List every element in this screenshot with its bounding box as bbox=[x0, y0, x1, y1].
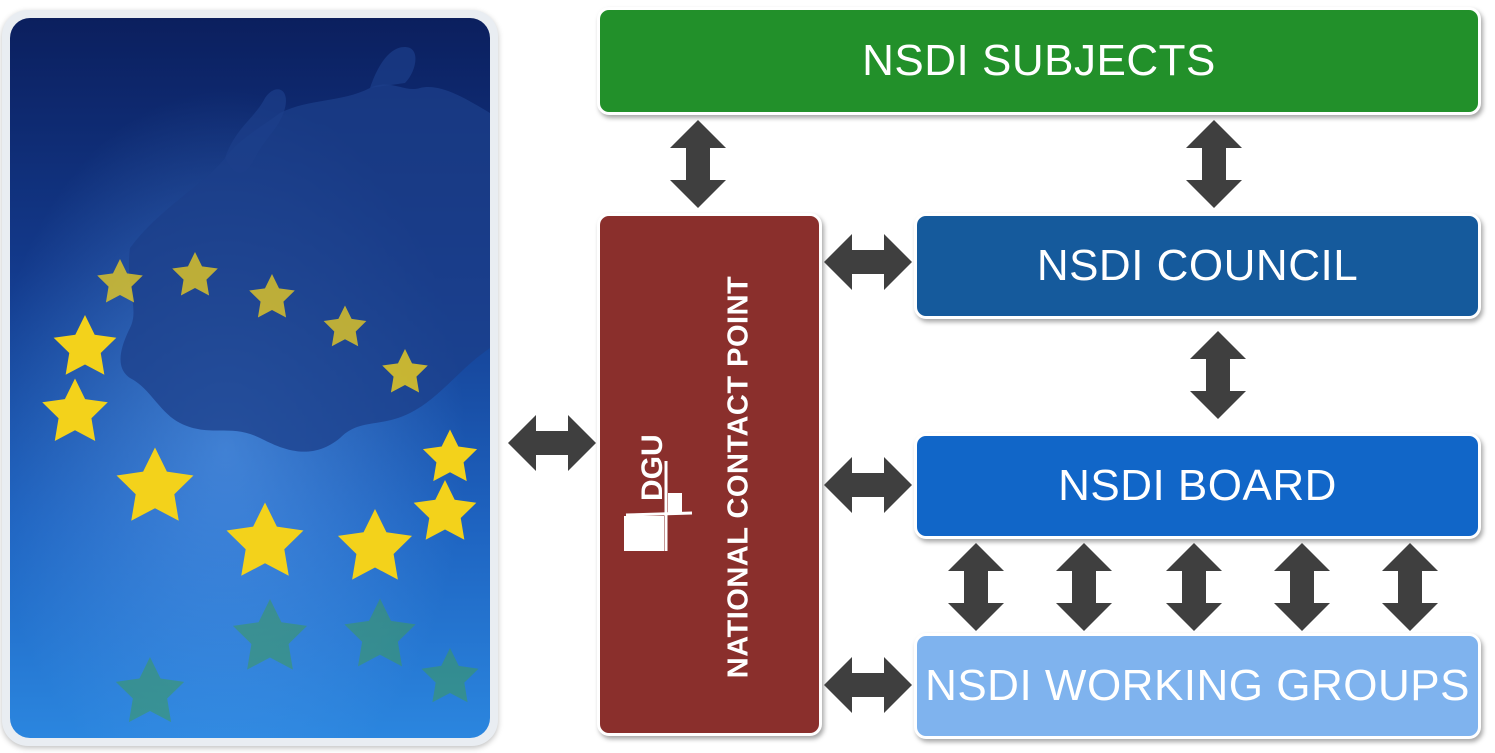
arrow-board-working-groups-3 bbox=[1166, 543, 1222, 631]
nsdi-board-label: NSDI BOARD bbox=[1058, 461, 1337, 510]
dgu-logo-text: DGU bbox=[636, 434, 669, 501]
nsdi-council-box: NSDI COUNCIL bbox=[914, 213, 1481, 319]
arrow-council-board bbox=[1190, 331, 1246, 419]
eu-map-image bbox=[2, 10, 498, 746]
arrow-eu-contact-point bbox=[508, 415, 596, 471]
arrow-contact-point-council bbox=[824, 234, 912, 290]
dgu-logo: DGU bbox=[624, 434, 693, 551]
nsdi-council-label: NSDI COUNCIL bbox=[1036, 241, 1359, 290]
national-contact-point-box: NATIONAL CONTACT POINT DGU bbox=[597, 213, 822, 736]
nsdi-subjects-label: NSDI SUBJECTS bbox=[862, 36, 1216, 85]
arrow-board-working-groups-4 bbox=[1274, 543, 1330, 631]
arrow-contact-point-board bbox=[824, 457, 912, 513]
arrow-subjects-council bbox=[1186, 120, 1242, 208]
arrow-board-working-groups-5 bbox=[1382, 543, 1438, 631]
nsdi-subjects-box: NSDI SUBJECTS bbox=[597, 7, 1481, 115]
europe-map-shape bbox=[120, 84, 490, 452]
arrow-subjects-contact-point bbox=[670, 120, 726, 208]
nsdi-working-groups-label: NSDI WORKING GROUPS bbox=[925, 661, 1470, 710]
nsdi-board-box: NSDI BOARD bbox=[914, 433, 1481, 539]
arrow-contact-point-working-groups bbox=[824, 657, 912, 713]
nsdi-working-groups-box: NSDI WORKING GROUPS bbox=[914, 633, 1481, 739]
arrow-board-working-groups-2 bbox=[1056, 543, 1112, 631]
arrow-board-working-groups-1 bbox=[948, 543, 1004, 631]
eu-stars-map-graphic bbox=[10, 18, 490, 738]
